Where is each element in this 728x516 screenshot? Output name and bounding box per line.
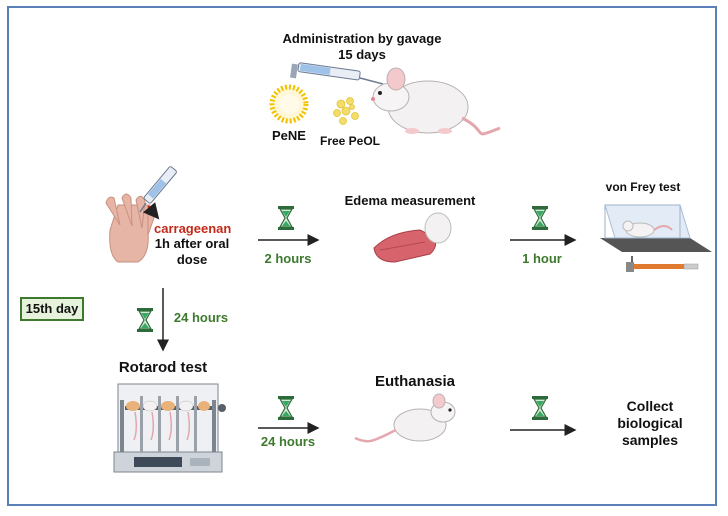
rotarod-apparatus-icon	[113, 383, 226, 473]
nanoemulsion-icon	[269, 84, 309, 124]
euthanasia-label: Euthanasia	[374, 373, 456, 390]
edema-paw-icon	[373, 212, 452, 263]
paw-injection-icon	[105, 166, 177, 263]
gavage-syringe-icon	[290, 62, 384, 85]
hourglass-icon	[277, 395, 295, 421]
mouse-euthanasia-icon	[354, 393, 456, 443]
hourglass-icon	[531, 205, 549, 231]
after-dose-line2: dose	[176, 252, 208, 267]
edema-label: Edema measurement	[344, 193, 476, 208]
after-dose-line1: 1h after oral	[154, 236, 230, 251]
free-peol-droplets-icon	[333, 97, 359, 125]
two-hours-label: 2 hours	[264, 251, 312, 266]
von-frey-apparatus-icon	[600, 204, 712, 272]
pene-label: PeNE	[272, 128, 306, 143]
twentyfour-hours-right-label: 24 hours	[260, 434, 316, 449]
hourglass-icon	[531, 395, 549, 421]
mouse-gavage-icon	[371, 67, 501, 136]
hourglass-icon	[136, 307, 154, 333]
von-frey-label: von Frey test	[605, 180, 681, 194]
collect-line3: samples	[621, 432, 679, 448]
one-hour-label: 1 hour	[522, 251, 562, 266]
admin-duration: 15 days	[338, 47, 386, 62]
admin-title: Administration by gavage	[282, 31, 442, 46]
carrageenan-label: carrageenan	[154, 221, 232, 236]
day-badge: 15th day	[20, 297, 84, 321]
collect-line1: Collect	[626, 398, 674, 414]
free-peol-label: Free PeOL	[319, 134, 381, 148]
rotarod-label: Rotarod test	[118, 359, 208, 376]
diagram-frame	[7, 6, 717, 506]
collect-line2: biological	[617, 415, 683, 431]
hourglass-icon	[277, 205, 295, 231]
twentyfour-hours-down-label: 24 hours	[173, 310, 229, 325]
